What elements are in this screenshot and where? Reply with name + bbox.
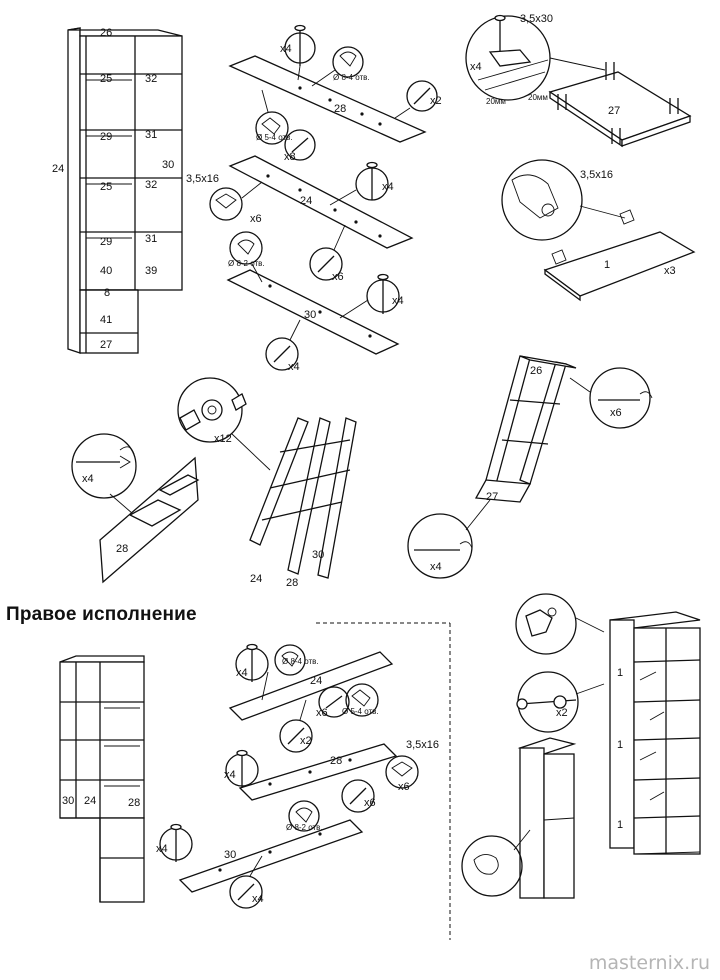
part-25-label-2: 25 bbox=[100, 181, 112, 193]
part-30-label: 30 bbox=[162, 159, 174, 171]
screw-qty-label: x4 bbox=[470, 61, 482, 73]
part-41-label: 41 bbox=[100, 314, 112, 326]
bottom-panel-feet-detail: 3,5x16 1 x3 bbox=[501, 159, 696, 302]
drill-8-label: Ø 8-2 отв. bbox=[228, 259, 265, 268]
door-label-3: 1 bbox=[617, 819, 623, 831]
cam-qty-label: x6 bbox=[316, 707, 328, 719]
part-24-label: 24 bbox=[250, 573, 262, 585]
drill-5-label: Ø 5-4 отв. bbox=[342, 707, 379, 716]
screw-qty-label-top: x6 bbox=[610, 407, 622, 419]
part-40-label: 40 bbox=[100, 265, 112, 277]
cabinet-front-view-right: 30 24 28 bbox=[59, 655, 145, 903]
bolt-qty-label: x4 bbox=[156, 843, 168, 855]
part-27-label: 27 bbox=[608, 105, 620, 117]
part-31-label: 31 bbox=[145, 129, 157, 141]
screw-qty-label: x4 bbox=[82, 473, 94, 485]
part-28-label: 28 bbox=[286, 577, 298, 589]
panel-30-fittings: 30 Ø 8-2 отв. x4 x4 bbox=[226, 231, 404, 373]
dimension-b-label: 20мм bbox=[528, 93, 548, 102]
cabinet-front-view-left: 26 24 25 32 29 31 30 25 32 29 31 40 39 8… bbox=[52, 27, 183, 354]
shelf-assembly-middle: x12 24 28 30 bbox=[177, 377, 357, 589]
panel-24-part-label: 24 bbox=[300, 195, 312, 207]
screw-qty-label: x6 bbox=[250, 213, 262, 225]
panel-28-part-label: 28 bbox=[330, 755, 342, 767]
bolt-qty-label: x4 bbox=[236, 667, 248, 679]
part-27-label: 27 bbox=[100, 339, 112, 351]
screw-size-label: 3,5x16 bbox=[186, 173, 219, 185]
drill-8-label: Ø 8-4 отв. bbox=[333, 73, 370, 82]
dowel-qty-label: x4 bbox=[288, 361, 300, 373]
watermark: masternix.ru bbox=[588, 952, 710, 974]
part-24-label: 24 bbox=[84, 795, 96, 807]
panel-28-fittings: 28 x4 Ø 8-4 отв. x2 Ø 5-4 отв. x8 bbox=[228, 24, 442, 163]
hinge-qty-label: x2 bbox=[556, 707, 568, 719]
panel-30-part-label: 30 bbox=[224, 849, 236, 861]
part-30-label: 30 bbox=[62, 795, 74, 807]
bolt-qty-label: x4 bbox=[392, 295, 404, 307]
shelf-assembly-left: x4 28 bbox=[71, 433, 200, 584]
screw-size-label: 3,5x16 bbox=[580, 169, 613, 181]
part-32-label: 32 bbox=[145, 73, 157, 85]
top-panel-detail: 3,5x30 x4 20мм 20мм 27 bbox=[465, 13, 692, 148]
part-32-label-2: 32 bbox=[145, 179, 157, 191]
part-25-label: 25 bbox=[100, 73, 112, 85]
part-28-label: 28 bbox=[128, 797, 140, 809]
door-label-1: 1 bbox=[617, 667, 623, 679]
dowel-qty-label: x2 bbox=[300, 735, 312, 747]
right-panel-24-fittings: 24 x4 Ø 8-4 отв. x6 Ø 5-4 отв. x2 bbox=[228, 643, 394, 753]
part-39-label: 39 bbox=[145, 265, 157, 277]
dowel-qty-label: x2 bbox=[430, 95, 442, 107]
part-28-label: 28 bbox=[116, 543, 128, 555]
panel-28-part-label: 28 bbox=[334, 103, 346, 115]
dowel-qty-label: x6 bbox=[332, 271, 344, 283]
screw-size-label: 3,5x16 bbox=[406, 739, 439, 751]
door-label-2: 1 bbox=[617, 739, 623, 751]
drill-8-label: Ø 8-4 отв. bbox=[282, 657, 319, 666]
cam-qty-label: x12 bbox=[214, 433, 232, 445]
part-8-label: 8 bbox=[104, 287, 110, 299]
part-1-label: 1 bbox=[604, 259, 610, 271]
panel-24-part-label: 24 bbox=[310, 675, 322, 687]
part-30-label: 30 bbox=[312, 549, 324, 561]
part-29-label-2: 29 bbox=[100, 236, 112, 248]
drill-8-label: Ø 8-2 отв. bbox=[286, 823, 323, 832]
bolt-qty-label: x4 bbox=[280, 43, 292, 55]
bolt-qty-label: x4 bbox=[382, 181, 394, 193]
feet-qty-label: x3 bbox=[664, 265, 676, 277]
dowel-qty-label: x6 bbox=[364, 797, 376, 809]
drill-5-label: Ø 5-4 отв. bbox=[256, 133, 293, 142]
part-26-label: 26 bbox=[530, 365, 542, 377]
part-29-label: 29 bbox=[100, 131, 112, 143]
part-27-label: 27 bbox=[486, 491, 498, 503]
frame-assembly-right: 26 27 x6 x4 bbox=[407, 355, 653, 579]
screw-qty-label-bottom: x4 bbox=[430, 561, 442, 573]
screw-size-label: 3,5x30 bbox=[520, 13, 553, 25]
part-26-label: 26 bbox=[100, 27, 112, 39]
bolt-qty-label: x4 bbox=[224, 769, 236, 781]
part-31-label-2: 31 bbox=[145, 233, 157, 245]
dowel-qty-label: x4 bbox=[252, 893, 264, 905]
dimension-a-label: 20мм bbox=[486, 97, 506, 106]
part-24-label: 24 bbox=[52, 163, 64, 175]
panel-24-fittings: 24 3,5x16 x6 x4 x6 bbox=[186, 155, 414, 283]
right-panel-30-fittings: 30 Ø 8-2 отв. x4 x4 bbox=[156, 800, 364, 909]
screw-qty-label: x6 bbox=[398, 781, 410, 793]
section-divider bbox=[316, 622, 451, 940]
section-title: Правое исполнение bbox=[6, 604, 197, 625]
door-hinge-assembly: x2 1 1 1 bbox=[461, 593, 701, 899]
right-panel-28-fittings: 28 3,5x16 x6 x4 x6 bbox=[224, 739, 439, 813]
cam-qty-label: x8 bbox=[284, 151, 296, 163]
panel-30-part-label: 30 bbox=[304, 309, 316, 321]
